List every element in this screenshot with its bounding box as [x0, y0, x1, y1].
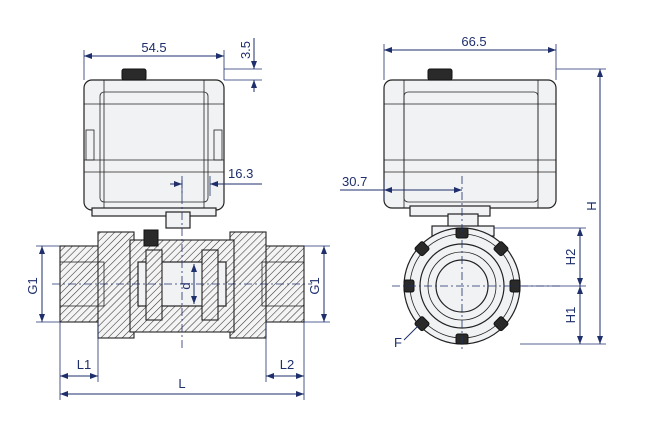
thread-left-label: G1: [25, 277, 40, 294]
manual-override-knob: [121, 68, 147, 81]
height-upper-label: H2: [563, 249, 578, 266]
dim-top-offset: 3.5: [224, 38, 262, 92]
front-width-label: 54.5: [141, 40, 166, 55]
dim-height-lower: H1: [563, 286, 583, 344]
dim-length: L: [60, 376, 304, 397]
dim-height-upper: H2: [494, 227, 586, 287]
dim-height: H: [520, 68, 606, 345]
side-actuator: [383, 68, 557, 237]
dim-thread-left: G1: [25, 245, 60, 323]
socket-left-label: L1: [77, 357, 91, 372]
dim-stem-offset: 16.3: [170, 166, 262, 196]
dim-thread-right: G1: [304, 245, 330, 323]
length-label: L: [178, 376, 185, 391]
side-knob: [427, 68, 453, 81]
height-label: H: [584, 201, 599, 210]
thread-right-label: G1: [307, 277, 322, 294]
side-width-label: 66.5: [461, 34, 486, 49]
bore-label: d: [178, 282, 193, 289]
side-offset-label: 30.7: [342, 174, 367, 189]
dim-bore: d: [178, 264, 197, 304]
socket-right-label: L2: [280, 357, 294, 372]
side-view: 66.5 30.7 H H2: [340, 34, 606, 352]
dim-side-offset: 30.7: [340, 174, 462, 200]
front-view: 54.5 3.5 16.3 G: [25, 38, 330, 400]
front-actuator: [83, 68, 225, 229]
dim-front-width: 54.5: [83, 40, 225, 80]
dim-socket-left: L1: [59, 322, 99, 400]
height-lower-label: H1: [563, 307, 578, 324]
dim-flat: F: [394, 325, 419, 350]
dim-side-width: 66.5: [383, 34, 557, 80]
stem-offset-label: 16.3: [228, 166, 253, 181]
dim-socket-right: L2: [265, 322, 305, 400]
flat-label: F: [394, 335, 402, 350]
top-offset-label: 3.5: [238, 41, 253, 59]
